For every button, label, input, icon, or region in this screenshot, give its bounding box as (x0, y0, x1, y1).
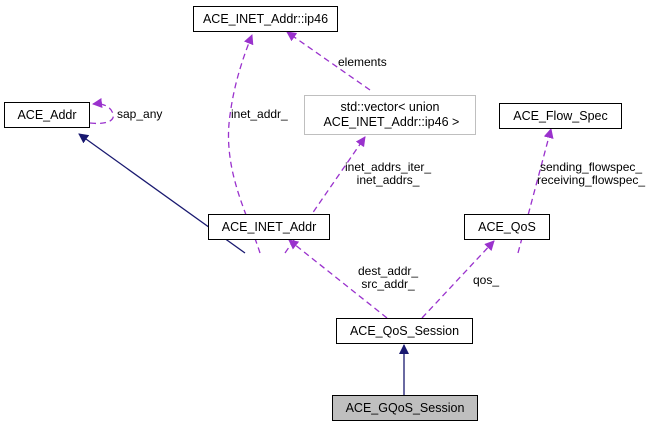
node-ace-gqos-session[interactable]: ACE_GQoS_Session (332, 395, 478, 421)
edge-label-inet-addrs: inet_addrs_iter_ inet_addrs_ (345, 160, 432, 187)
edge-sap-any (89, 98, 114, 125)
node-ace-qos[interactable]: ACE_QoS (464, 214, 550, 240)
edge-dest-src-addr (288, 239, 388, 319)
edge-qos (421, 240, 495, 319)
node-ace-addr[interactable]: ACE_Addr (4, 102, 90, 128)
edge-label-inet-addr: inet_addr_ (231, 107, 288, 121)
node-ace-flow-spec[interactable]: ACE_Flow_Spec (499, 103, 622, 129)
node-ace-qos-session[interactable]: ACE_QoS_Session (336, 318, 473, 344)
node-std-vector-ip46[interactable]: std::vector< union ACE_INET_Addr::ip46 > (304, 95, 476, 135)
edge-label-dest-src-addr: dest_addr_ src_addr_ (358, 264, 419, 291)
edge-label-qos: qos_ (473, 273, 500, 287)
edge-label-sap-any: sap_any (117, 107, 163, 121)
edge-label-flowspec: sending_flowspec_ receiving_flowspec_ (537, 160, 646, 187)
edge-elements (286, 31, 371, 91)
node-ace-inet-addr-ip46[interactable]: ACE_INET_Addr::ip46 (193, 6, 338, 32)
edge-label-elements: elements (338, 55, 387, 69)
node-ace-inet-addr[interactable]: ACE_INET_Addr (208, 214, 330, 240)
